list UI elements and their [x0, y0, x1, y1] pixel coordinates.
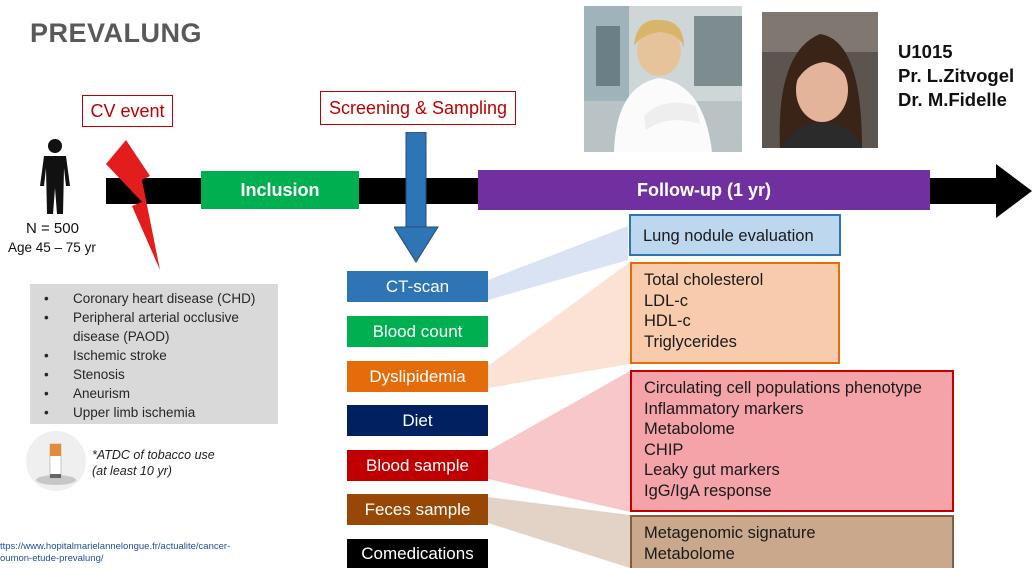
source-link[interactable]: ttps://www.hopitalmarielannelongue.fr/ac…: [0, 541, 230, 565]
lipid-detail-item: Total cholesterol: [644, 271, 764, 289]
unit-label: U1015: [898, 41, 953, 62]
lipid-detail-item: LDL-c: [644, 291, 689, 310]
cohort-age: Age 45 – 75 yr: [8, 240, 96, 255]
lipid-detail-item: Triglycerides: [644, 332, 737, 351]
lung-detail-item: Lung nodule evaluation: [643, 227, 814, 245]
tobacco-note: *ATDC of tobacco use (at least 10 yr): [92, 447, 215, 479]
page-title: PREVALUNG: [30, 18, 203, 48]
sample-ctscan: CT-scan: [347, 271, 488, 302]
blood-detail-item: IgG/IgA response: [644, 481, 772, 500]
blood-detail-item: Circulating cell populations phenotype: [644, 379, 922, 397]
condition-item: Ischemic stroke: [44, 346, 270, 365]
screening-sampling-label: Screening & Sampling: [320, 91, 516, 125]
pi-2: Dr. M.Fidelle: [898, 89, 1007, 110]
sample-blood-count: Blood count: [347, 316, 488, 347]
cv-event-label: CV event: [82, 95, 173, 127]
cohort-size: N = 500: [26, 220, 79, 237]
tobacco-note-line-2: (at least 10 yr): [92, 464, 172, 478]
feces-detail-item: Metabolome: [644, 544, 735, 563]
sample-feces: Feces sample: [347, 494, 488, 525]
conditions-box: Coronary heart disease (CHD) Peripheral …: [30, 284, 278, 424]
person-icon: [40, 139, 70, 214]
cigarette-icon: [26, 431, 86, 491]
condition-item: Aneurism: [44, 384, 270, 403]
lipid-detail-item: HDL-c: [644, 312, 691, 330]
lipid-detail-box: Total cholesterol LDL-c HDL-c Triglyceri…: [630, 262, 840, 364]
tobacco-note-line-1: *ATDC of tobacco use: [92, 448, 215, 462]
condition-item: Peripheral arterial occlusive: [44, 308, 270, 327]
lung-detail-box: Lung nodule evaluation: [629, 214, 841, 256]
dyslipidemia-to-lipid-fan: [488, 262, 630, 388]
sample-dyslipidemia: Dyslipidemia: [347, 361, 488, 392]
blood-detail-item: Inflammatory markers: [644, 399, 804, 418]
blood-detail-item: CHIP: [644, 440, 684, 459]
feces-detail-item: Metagenomic signature: [644, 524, 816, 542]
researcher-photo-2: [762, 12, 878, 148]
source-link-line-1[interactable]: ttps://www.hopitalmarielannelongue.fr/ac…: [0, 541, 231, 552]
condition-item: Stenosis: [44, 365, 270, 384]
screening-down-arrow: [394, 132, 439, 263]
condition-item: Upper limb ischemia: [44, 403, 270, 422]
sample-diet: Diet: [347, 405, 488, 436]
blood-detail-box: Circulating cell populations phenotype I…: [630, 370, 954, 512]
feces-to-feces-fan: [488, 497, 630, 568]
bloodsample-to-blood-fan: [488, 371, 630, 512]
lightning-icon: [106, 140, 160, 270]
ctscan-to-lung-fan: [488, 226, 628, 300]
researcher-photo-1: [584, 6, 742, 152]
pi-1: Pr. L.Zitvogel: [898, 65, 1015, 86]
followup-phase: Follow-up (1 yr): [478, 170, 930, 210]
sample-comedications: Comedications: [347, 539, 488, 568]
source-link-line-2[interactable]: oumon-etude-prevalung/: [0, 553, 104, 564]
inclusion-phase: Inclusion: [201, 171, 359, 209]
blood-detail-item: Leaky gut markers: [644, 461, 780, 479]
sample-blood-sample: Blood sample: [347, 450, 488, 481]
condition-item: Coronary heart disease (CHD): [44, 289, 270, 308]
team-credits: U1015 Pr. L.Zitvogel Dr. M.Fidelle: [898, 40, 1014, 112]
condition-item-continued: disease (PAOD): [73, 329, 170, 344]
feces-detail-box: Metagenomic signature Metabolome: [630, 515, 954, 568]
blood-detail-item: Metabolome: [644, 420, 735, 438]
